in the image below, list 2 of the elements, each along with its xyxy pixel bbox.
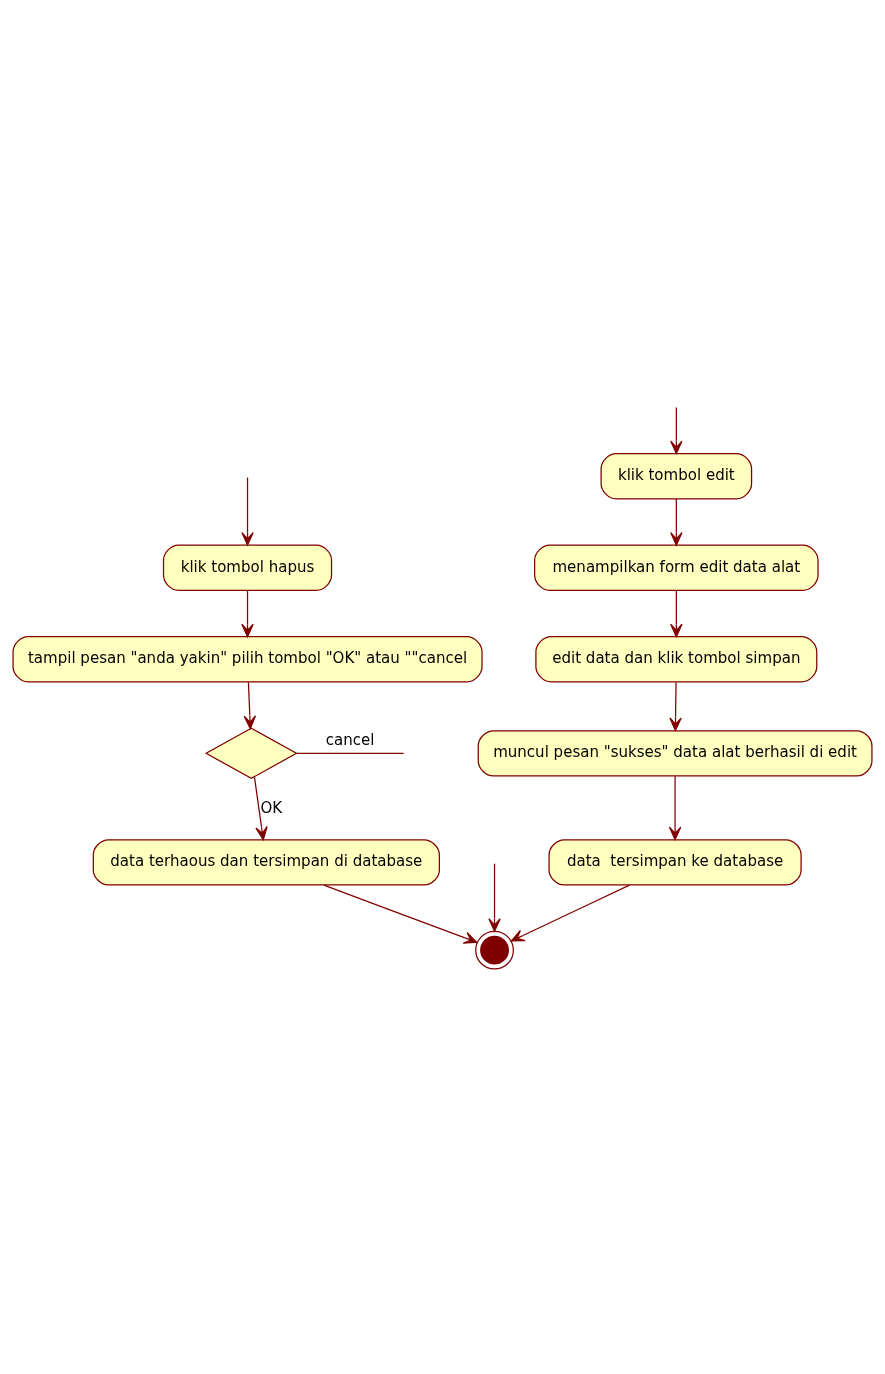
- edge-label: cancel: [325, 730, 375, 749]
- edge-label: OK: [260, 798, 283, 817]
